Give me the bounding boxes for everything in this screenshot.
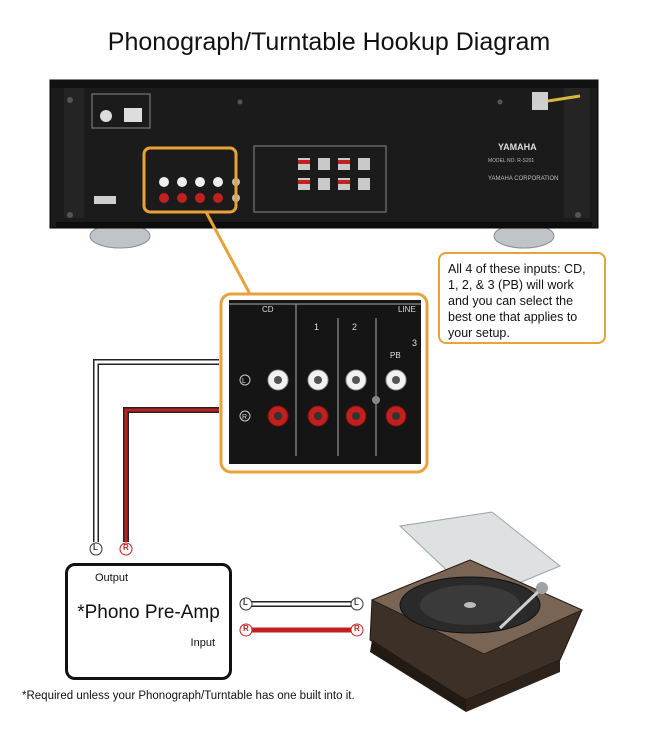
preamp-input-left-label: L bbox=[243, 598, 248, 607]
preamp-output-left-label: L bbox=[93, 543, 98, 552]
panel-label-3: 3 bbox=[412, 338, 417, 348]
cable-right-red bbox=[123, 407, 219, 542]
diagram-title: Phonograph/Turntable Hookup Diagram bbox=[107, 28, 551, 56]
panel-label-1: 1 bbox=[314, 322, 319, 332]
receiver-brand: YAMAHA bbox=[498, 142, 537, 152]
panel-label-cd: CD bbox=[262, 305, 274, 314]
cable-left-white bbox=[93, 359, 219, 542]
panel-label-right: R bbox=[242, 414, 247, 421]
zoomed-input-panel bbox=[219, 292, 429, 474]
receiver-rear-panel bbox=[49, 79, 599, 229]
turntable-left-label: L bbox=[354, 598, 359, 607]
panel-label-left: L bbox=[242, 378, 246, 385]
preamp-output-label: Output bbox=[95, 572, 129, 584]
receiver-input-highlight bbox=[142, 146, 238, 214]
turntable-right-connector bbox=[350, 623, 364, 637]
panel-label-line: LINE bbox=[398, 305, 416, 314]
receiver-model: MODEL NO. R-S201 bbox=[488, 158, 534, 164]
phono-preamp-box: Output *Phono Pre-Amp Input bbox=[65, 563, 232, 680]
turntable-left-connector bbox=[350, 597, 364, 611]
preamp-input-right-connector bbox=[239, 623, 253, 637]
turntable-illustration bbox=[369, 511, 584, 712]
preamp-input-right-label: R bbox=[243, 624, 249, 633]
preamp-output-left-connector bbox=[89, 542, 103, 556]
preamp-output-right-connector bbox=[119, 542, 133, 556]
panel-label-pb: PB bbox=[390, 351, 401, 360]
zoom-leader-line bbox=[204, 211, 252, 295]
receiver-maker: YAMAHA CORPORATION bbox=[488, 176, 558, 182]
preamp-input-label: Input bbox=[190, 637, 215, 649]
inputs-callout: All 4 of these inputs: CD, 1, 2, & 3 (PB… bbox=[438, 252, 606, 344]
preamp-input-left-connector bbox=[239, 597, 253, 611]
footnote: *Required unless your Phonograph/Turntab… bbox=[22, 690, 355, 702]
panel-label-2: 2 bbox=[352, 322, 357, 332]
preamp-output-right-label: R bbox=[123, 543, 129, 552]
preamp-name: *Phono Pre-Amp bbox=[77, 602, 220, 623]
turntable-right-label: R bbox=[354, 624, 360, 633]
